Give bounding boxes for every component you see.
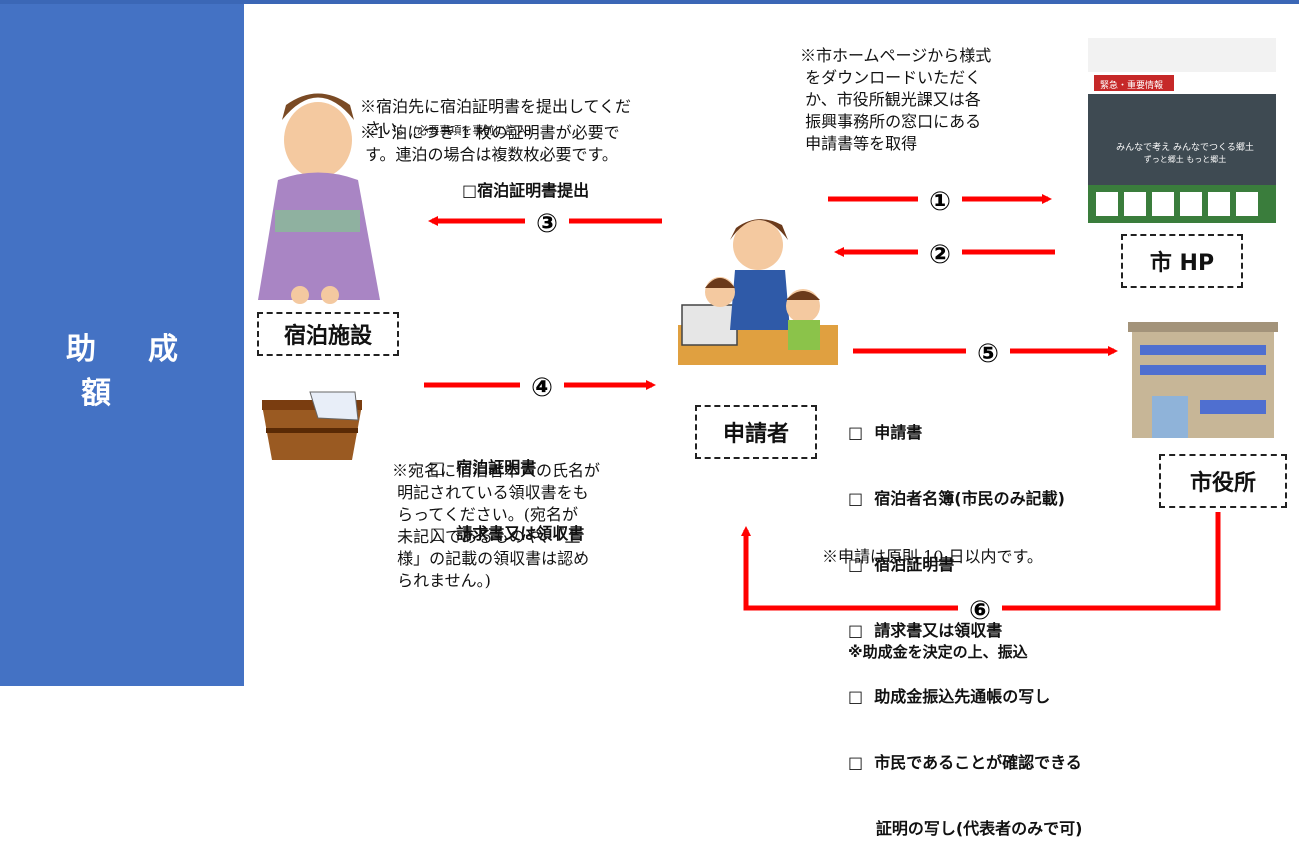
innkeeper-illustration xyxy=(258,93,380,304)
hp-note: ※市ホームページから様式 をダウンロードいただく か、市役所観光課又は各 振興事… xyxy=(800,46,992,153)
payment-note: ※助成金を決定の上、振込 xyxy=(848,643,1028,661)
hp-banner-text: 緊急・重要情報 xyxy=(1100,81,1164,91)
family-illustration xyxy=(678,219,838,365)
receipt-item: □ 宿泊証明書 xyxy=(430,458,537,477)
facility-submit-label: □宿泊証明書提出 xyxy=(462,181,590,200)
application-item: □ 宿泊者名簿(市民のみ記載) xyxy=(848,489,1065,508)
application-item: □ 宿泊証明書 xyxy=(848,555,955,574)
wooden-tub-illustration xyxy=(262,391,362,460)
facility-note-2: ※1 泊につき 1 枚の証明書が必要で す。連泊の場合は複数枚必要です。 xyxy=(360,123,620,164)
facility-node: 宿泊施設 xyxy=(257,312,399,356)
city-hall-building-illustration xyxy=(1128,322,1278,438)
deadline-note: ※申請は原則 10 日以内です。 xyxy=(822,547,1043,566)
top-border xyxy=(0,0,1299,4)
city-hall-node: 市役所 xyxy=(1159,454,1287,508)
subsidy-amount-label: 助成額 xyxy=(66,332,230,411)
application-item: □ 請求書又は領収書 xyxy=(848,621,1003,640)
step-2: ② xyxy=(929,240,951,270)
step-1: ① xyxy=(929,187,951,217)
application-item: □ 市民であることが確認できる xyxy=(848,753,1082,772)
application-item: 証明の写し(代表者のみで可) xyxy=(848,819,1083,838)
step-3: ③ xyxy=(536,209,558,239)
application-item: □ 助成金振込先通帳の写し xyxy=(848,687,1051,706)
hp-caption-1: みんなで考え みんなでつくる郷土 xyxy=(1116,143,1254,153)
facility-note-1: ※宿泊先に宿泊証明書を提出してくだ さい。(必要事項を事前に記入) xyxy=(360,97,632,138)
hp-node: 市 HP xyxy=(1121,234,1243,288)
applicant-node: 申請者 xyxy=(695,405,817,459)
receipt-note: ※宛名に宿泊者本人の氏名が 明記されている領収書をも らってください。(宛名が … xyxy=(392,461,601,590)
hp-caption-2: ずっと郷土 もっと郷土 xyxy=(1143,155,1227,164)
step-6: ⑥ xyxy=(969,596,991,626)
sidebar: 助成額 xyxy=(0,4,244,686)
step-5: ⑤ xyxy=(977,339,999,369)
receipt-item: □ 請求書又は領収書 xyxy=(430,524,585,543)
step-4: ④ xyxy=(531,373,553,403)
receipt-items: □ 宿泊証明書 □ 請求書又は領収書 xyxy=(430,413,584,567)
application-items: □ 申請書 □ 宿泊者名簿(市民のみ記載) □ 宿泊証明書 □ 請求書又は領収書… xyxy=(848,378,1082,862)
application-item: □ 申請書 xyxy=(848,423,923,442)
flow-diagram: ① ② ③ ④ ⑤ ⑥ xyxy=(258,38,1278,626)
hp-screenshot-thumbnail xyxy=(1088,38,1276,223)
